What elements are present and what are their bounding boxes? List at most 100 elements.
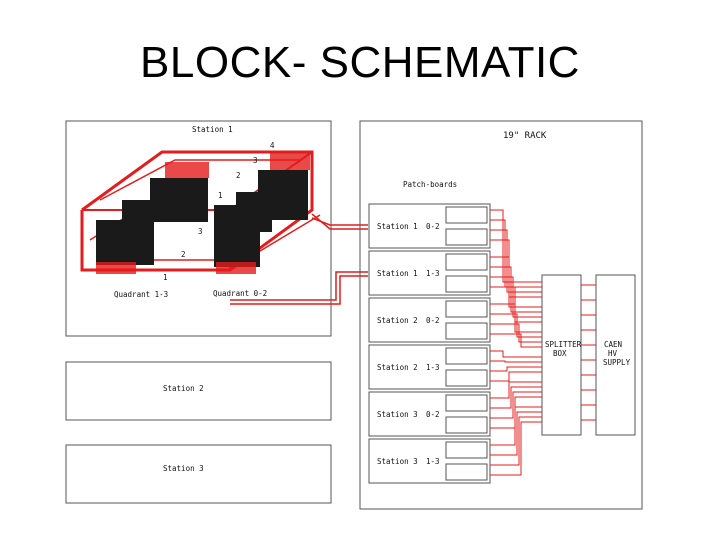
patch-connector	[445, 441, 488, 459]
patch-connector	[445, 253, 488, 271]
signal-cable	[490, 371, 542, 382]
rack-frame	[359, 120, 643, 510]
patch-board-station: Station 2	[377, 363, 418, 372]
signal-cable	[490, 239, 542, 298]
signal-cable	[490, 381, 542, 399]
patch-to-splitter-cables	[490, 209, 596, 476]
patch-connector	[445, 322, 488, 340]
station3-frame	[65, 444, 332, 504]
signal-cable	[490, 406, 542, 446]
detector-module	[122, 200, 162, 222]
patch-board: Station 3 0-2	[368, 391, 491, 437]
station-to-rack-cables	[230, 213, 368, 305]
detector-readout	[165, 162, 209, 178]
patch-board-quadrant: 0-2	[426, 222, 440, 231]
signal-cable	[490, 313, 542, 338]
slide-title: BLOCK- SCHEMATIC	[140, 38, 580, 87]
patch-board: Station 3 1-3	[368, 438, 491, 484]
signal-cable	[490, 276, 542, 318]
signal-cable	[490, 209, 542, 283]
splitter-label: SPLITTER	[545, 340, 582, 349]
patch-board: Station 2 1-3	[368, 344, 491, 390]
patch-connector	[445, 394, 488, 412]
patch-connector	[445, 228, 488, 246]
patch-board-frame	[368, 391, 491, 437]
station3-label: Station 3	[163, 464, 204, 473]
splitter-box	[541, 274, 582, 436]
signal-cable	[490, 256, 542, 308]
station2-label: Station 2	[163, 384, 204, 393]
patch-board-frame	[368, 344, 491, 390]
station1-panel: Station 1	[65, 120, 332, 337]
quadrant-0-2-label: Quadrant 0-2	[213, 289, 267, 298]
layer-number: 1	[163, 273, 168, 282]
patch-board-quadrant: 1-3	[426, 269, 440, 278]
patch-board: Station 2 0-2	[368, 297, 491, 343]
patch-board-quadrant: 0-2	[426, 410, 440, 419]
patch-board: Station 1 0-2	[368, 203, 491, 249]
station3-panel: Station 3	[65, 444, 332, 504]
signal-cable	[490, 411, 542, 456]
station1-label: Station 1	[192, 125, 233, 134]
module-group-front-right	[214, 192, 272, 274]
patch-connector	[445, 463, 488, 481]
signal-cable	[490, 416, 542, 466]
caen-hv-supply	[595, 274, 636, 436]
patch-board-frame	[368, 250, 491, 296]
quadrant-1-3-label: Quadrant 1-3	[114, 290, 168, 299]
layer-number: 3	[253, 156, 258, 165]
patch-connector	[445, 206, 488, 224]
signal-cable	[490, 266, 542, 313]
patch-board-frame	[368, 438, 491, 484]
patch-board-quadrant: 0-2	[426, 316, 440, 325]
detector-readout	[96, 262, 136, 274]
patch-connector	[445, 347, 488, 365]
layer-number: 2	[181, 250, 186, 259]
patch-board-quadrant: 1-3	[426, 457, 440, 466]
patch-board: Station 1 1-3	[368, 250, 491, 296]
signal-cable	[490, 350, 542, 358]
patch-board-quadrant: 1-3	[426, 363, 440, 372]
signal-cable	[490, 323, 542, 343]
layer-number: 1	[218, 191, 223, 200]
patch-board-station: Station 2	[377, 316, 418, 325]
detector-module	[96, 220, 154, 265]
caen-label: CAEN	[604, 340, 622, 349]
detector-readout	[216, 262, 256, 274]
patch-board-station: Station 1	[377, 269, 418, 278]
patch-board-station: Station 3	[377, 410, 418, 419]
signal-cable	[490, 391, 542, 419]
signal-cable	[490, 333, 542, 348]
caen-label: HV	[608, 349, 618, 358]
module-group-front-left	[96, 200, 162, 274]
signal-cable	[490, 229, 542, 293]
signal-cable	[490, 219, 542, 288]
station2-frame	[65, 361, 332, 421]
patch-connector	[445, 275, 488, 293]
detector-readout	[270, 152, 310, 170]
signal-cable	[490, 360, 542, 363]
detector-module	[236, 192, 272, 232]
patch-connector	[445, 416, 488, 434]
signal-cable	[490, 421, 542, 476]
signal-cable	[490, 366, 542, 372]
patch-connector	[445, 369, 488, 387]
caen-label: SUPPLY	[603, 358, 631, 367]
patch-board-frame	[368, 203, 491, 249]
patch-board-station: Station 3	[377, 457, 418, 466]
patch-board-station: Station 1	[377, 222, 418, 231]
station2-panel: Station 2	[65, 361, 332, 421]
layer-number: 4	[270, 141, 275, 150]
patch-board-frame	[368, 297, 491, 343]
signal-cable	[490, 386, 542, 409]
signal-cable	[490, 303, 542, 333]
splitter-label: BOX	[553, 349, 567, 358]
patch-boards-label: Patch-boards	[403, 180, 457, 189]
patch-connector	[445, 300, 488, 318]
rack-label: 19" RACK	[503, 131, 547, 141]
layer-number: 3	[198, 227, 203, 236]
layer-number: 2	[236, 171, 241, 180]
